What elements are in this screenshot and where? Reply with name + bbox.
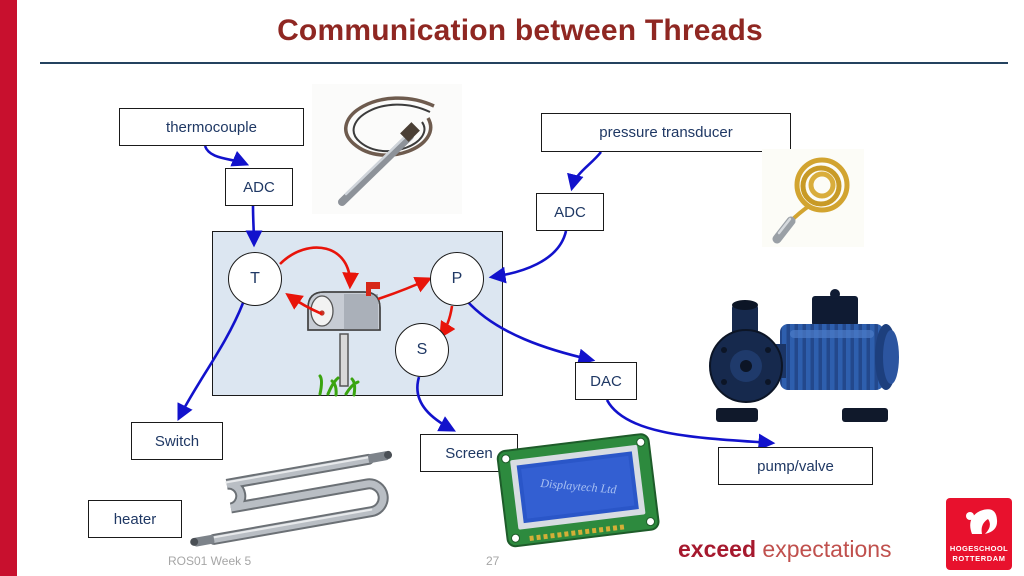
- thread-p: P: [430, 252, 484, 306]
- page-number: 27: [486, 554, 500, 568]
- lcd-brand-text: Displaytech Ltd: [539, 476, 618, 497]
- tagline: exceed expectations: [678, 536, 892, 563]
- lcd-screen-photo: Displaytech Ltd: [496, 433, 660, 548]
- slide-title: Communication between Threads: [277, 14, 763, 47]
- arrow-thermocouple-adc: [203, 145, 250, 167]
- pump-photo: [709, 289, 899, 422]
- node-switch: Switch: [131, 422, 223, 460]
- pressure-transducer-photo: [762, 149, 864, 247]
- tagline-exceed: exceed: [678, 536, 757, 562]
- node-pump-valve: pump/valve: [718, 447, 873, 485]
- arrow-pressure-adc: [567, 151, 603, 192]
- logo-line2: ROTTERDAM: [952, 554, 1005, 563]
- node-pressure-transducer: pressure transducer: [541, 113, 791, 152]
- node-dac: DAC: [575, 362, 637, 400]
- thread-t: T: [228, 252, 282, 306]
- heater-element-photo: [190, 450, 393, 547]
- tagline-expectations: expectations: [762, 536, 892, 562]
- hogeschool-rotterdam-logo: HOGESCHOOL ROTTERDAM: [946, 498, 1012, 570]
- node-thermocouple: thermocouple: [119, 108, 304, 146]
- footer-course: ROS01 Week 5: [168, 554, 252, 568]
- node-adc-left: ADC: [225, 168, 293, 206]
- node-adc-right: ADC: [536, 193, 604, 231]
- title-divider: [40, 62, 1008, 64]
- mailbox-icon: [307, 282, 381, 397]
- thermocouple-photo: [312, 84, 462, 214]
- logo-line1: HOGESCHOOL: [950, 544, 1008, 553]
- left-accent-stripe: [0, 0, 17, 576]
- thread-s: S: [395, 323, 449, 377]
- node-heater: heater: [88, 500, 182, 538]
- arrow-adc-p: [488, 230, 568, 284]
